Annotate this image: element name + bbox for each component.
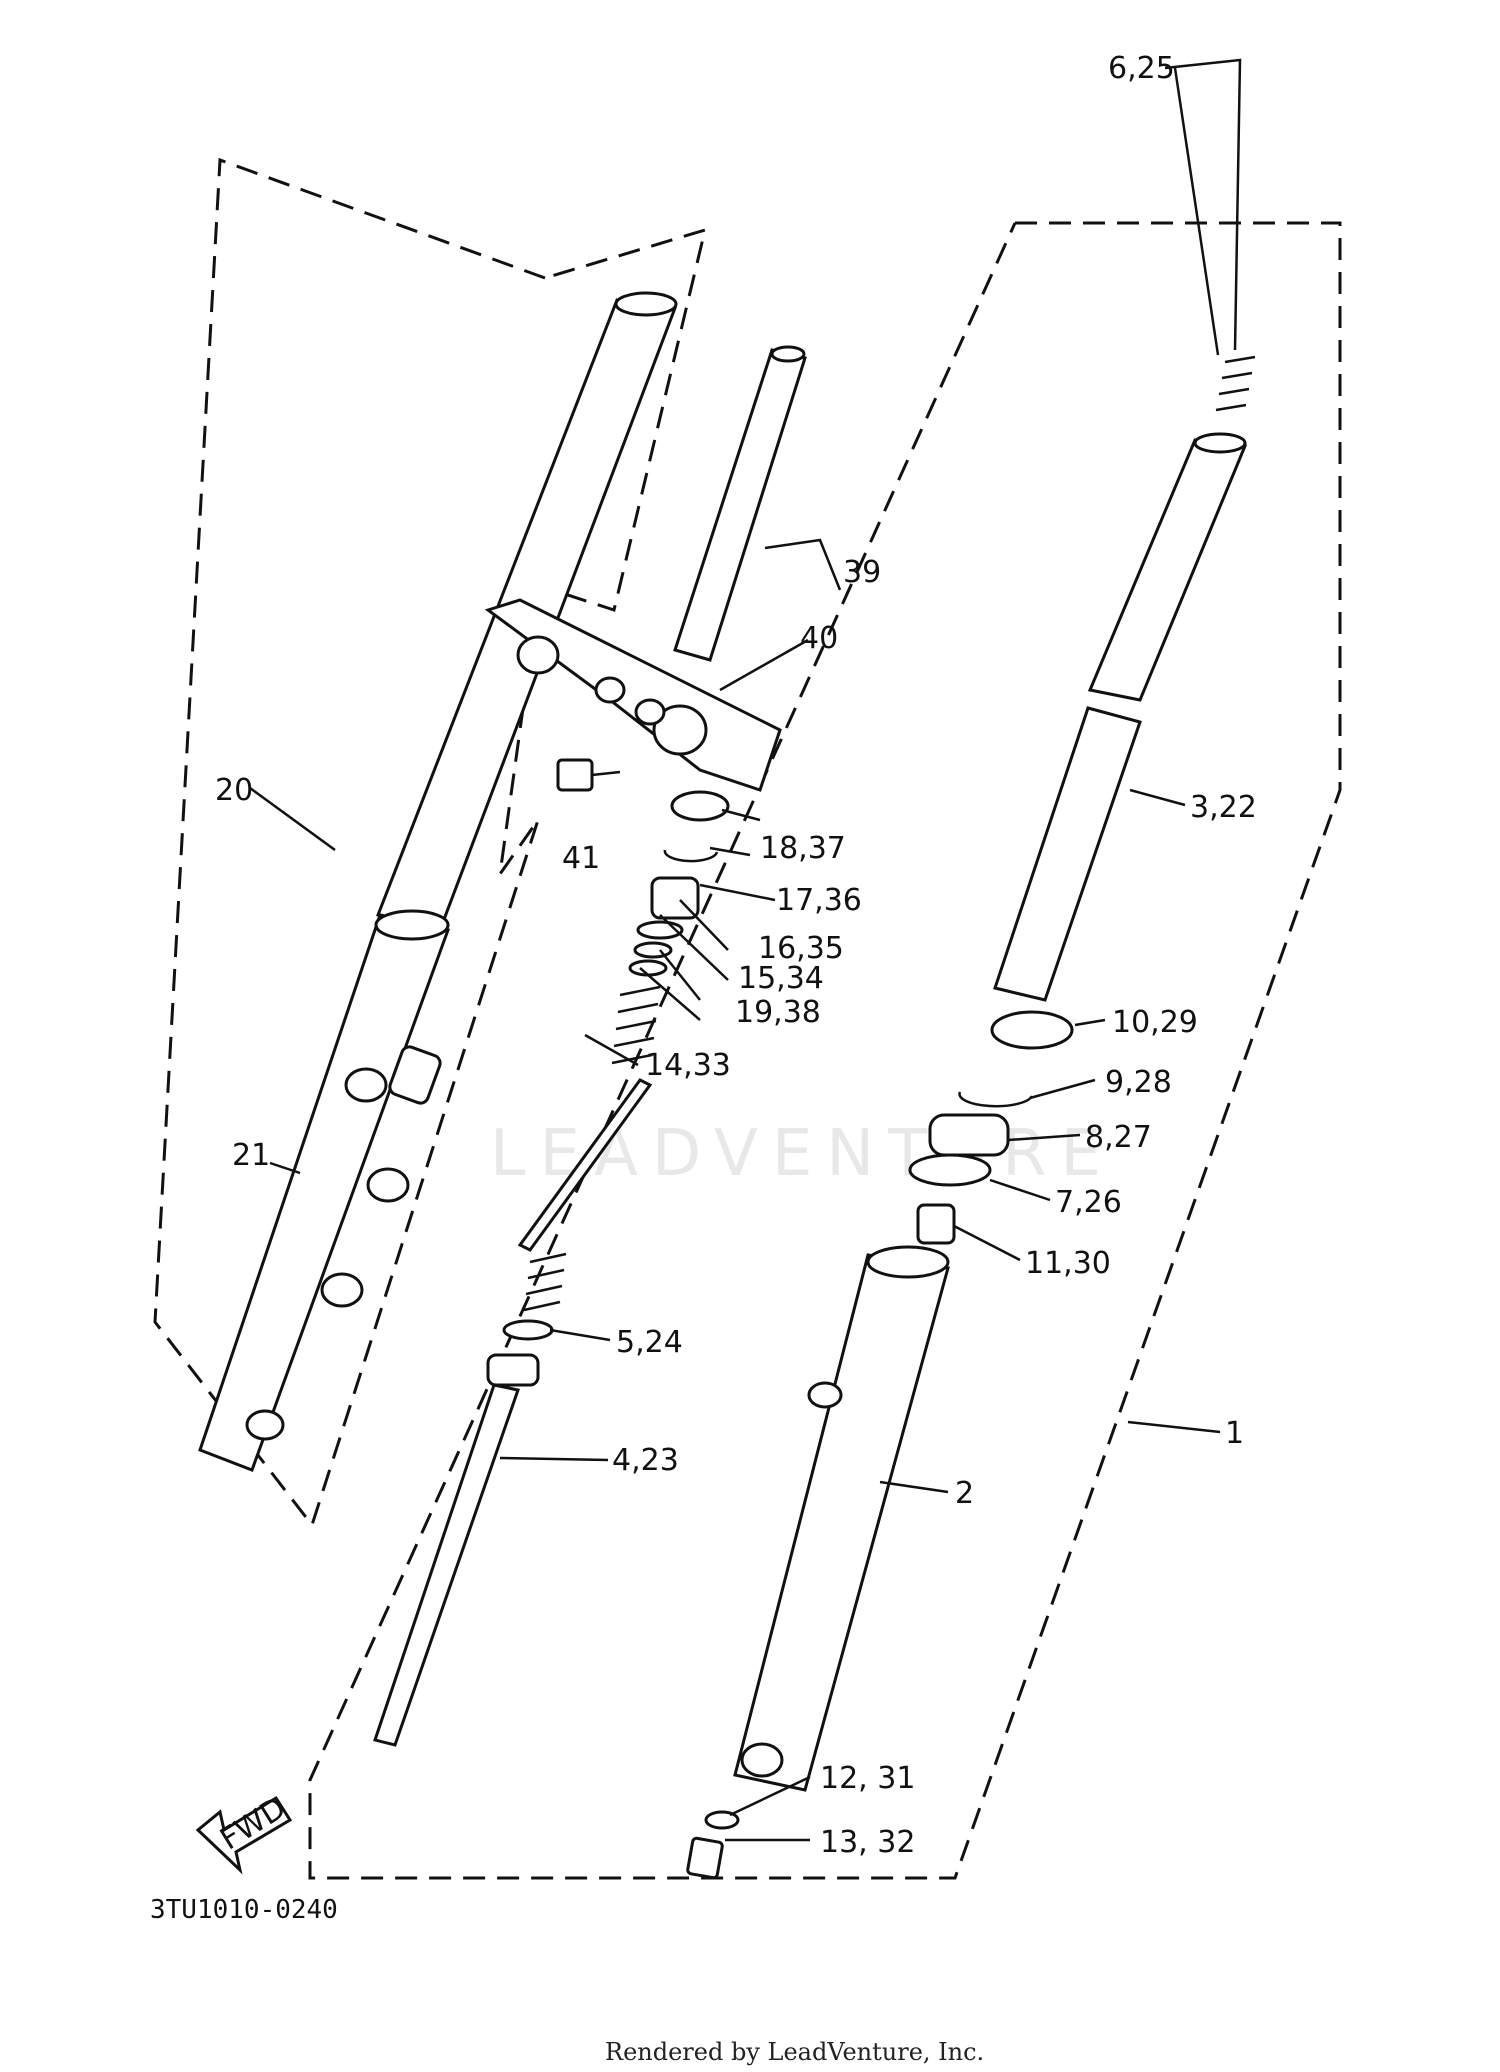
callout-10-29: 10,29 bbox=[1112, 1005, 1198, 1040]
right-fork-group-outline bbox=[308, 221, 1342, 1880]
callout-5-24: 5,24 bbox=[616, 1325, 683, 1360]
callout-2: 2 bbox=[955, 1476, 974, 1511]
left-fork-group-outline bbox=[153, 157, 708, 1529]
callout-14-33: 14,33 bbox=[645, 1048, 731, 1083]
callout-13-32: 13, 32 bbox=[820, 1825, 915, 1860]
callout-39: 39 bbox=[843, 555, 881, 590]
callout-6-25: 6,25 bbox=[1108, 51, 1175, 86]
callout-15-34: 15,34 bbox=[738, 961, 824, 996]
callout-9-28: 9,28 bbox=[1105, 1065, 1172, 1100]
callout-11-30: 11,30 bbox=[1025, 1246, 1111, 1281]
fwd-label: FWD bbox=[214, 1790, 292, 1857]
bolt-41 bbox=[556, 758, 621, 792]
diagram-code: 3TU1010-0240 bbox=[150, 1895, 338, 1925]
callout-40: 40 bbox=[800, 621, 838, 656]
fwd-arrow-icon: FWD bbox=[195, 1790, 293, 1875]
left-fork-assembly bbox=[198, 291, 678, 1472]
footer-credit: Rendered by LeadVenture, Inc. bbox=[605, 2038, 984, 2066]
callout-8-27: 8,27 bbox=[1085, 1120, 1152, 1155]
right-fork-assembly bbox=[686, 355, 1256, 1880]
callout-1: 1 bbox=[1225, 1416, 1244, 1451]
callout-3-22: 3,22 bbox=[1190, 790, 1257, 825]
callout-7-26: 7,26 bbox=[1055, 1185, 1122, 1220]
callout-21: 21 bbox=[232, 1138, 270, 1173]
center-internal-parts bbox=[373, 790, 730, 1747]
callout-4-23: 4,23 bbox=[612, 1443, 679, 1478]
leader-lines bbox=[249, 58, 1242, 1842]
callout-41: 41 bbox=[562, 841, 600, 876]
callout-17-36: 17,36 bbox=[776, 883, 862, 918]
callout-labels: 1 2 3,22 4,23 5,24 6,25 7,26 8,27 9,28 1… bbox=[215, 51, 1257, 1860]
watermark: LEADVENTURE bbox=[490, 1117, 1115, 1191]
callout-20: 20 bbox=[215, 773, 253, 808]
callout-19-38: 19,38 bbox=[735, 995, 821, 1030]
callout-12-31: 12, 31 bbox=[820, 1761, 915, 1796]
steering-stem-assembly bbox=[484, 345, 807, 792]
callout-18-37: 18,37 bbox=[760, 831, 846, 866]
callout-16-35: 16,35 bbox=[758, 931, 844, 966]
